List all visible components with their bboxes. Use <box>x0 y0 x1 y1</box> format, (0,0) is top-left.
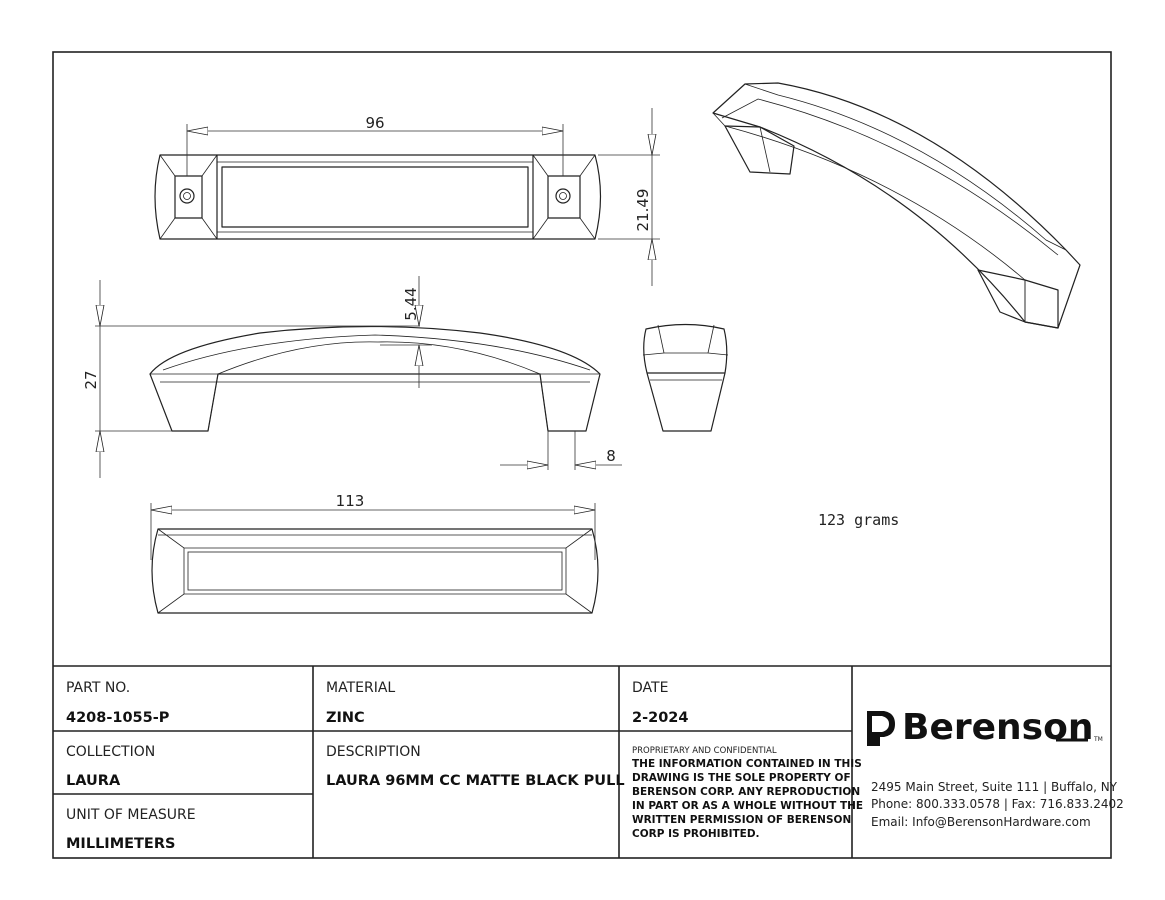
end-view <box>642 323 729 432</box>
dim-height-label: 27 <box>82 370 100 389</box>
berenson-logo-icon <box>867 711 895 746</box>
dim-arch-label: 5.44 <box>402 287 420 320</box>
dim-hole-spacing-label: 96 <box>365 114 384 132</box>
isometric-view <box>712 82 1081 329</box>
confidential-line: CORP IS PROHIBITED. <box>632 828 760 840</box>
date-value: 2-2024 <box>632 710 688 726</box>
company-address: 2495 Main Street, Suite 111 | Buffalo, N… <box>871 780 1118 794</box>
dim-foot-width-label: 8 <box>606 447 616 465</box>
dim-overall-length-label: 113 <box>336 492 365 510</box>
company-block: Berenson TM 2495 Main Street, Suite 111 … <box>867 707 1124 829</box>
company-phone: Phone: 800.333.0578 | Fax: 716.833.2402 <box>871 797 1124 811</box>
confidential-line: DRAWING IS THE SOLE PROPERTY OF <box>632 772 851 784</box>
dim-width-label: 21.49 <box>634 189 652 232</box>
date-label: DATE <box>632 680 668 696</box>
company-email: Email: Info@BerensonHardware.com <box>871 815 1091 829</box>
side-view <box>149 325 601 432</box>
confidential-line: WRITTEN PERMISSION OF BERENSON <box>632 814 851 826</box>
confidential-line: IN PART OR AS A WHOLE WITHOUT THE <box>632 800 863 812</box>
trademark-mark: TM <box>1093 736 1103 743</box>
unit-value: MILLIMETERS <box>66 836 175 852</box>
dim-width: 21.49 <box>598 108 660 286</box>
drawing-frame <box>52 51 1112 859</box>
dim-height: 27 <box>82 280 420 478</box>
weight-note: 123 grams <box>818 511 899 529</box>
top-view <box>154 154 602 240</box>
dim-overall-length: 113 <box>150 492 596 560</box>
company-name: Berenson <box>902 707 1093 748</box>
part-no-value: 4208-1055-P <box>66 710 170 726</box>
dim-arch: 5.44 <box>380 276 432 388</box>
material-value: ZINC <box>326 710 365 726</box>
dim-hole-spacing: 96 <box>186 114 564 176</box>
confidential-title: PROPRIETARY AND CONFIDENTIAL <box>632 746 777 756</box>
collection-value: LAURA <box>66 773 121 789</box>
description-label: DESCRIPTION <box>326 744 421 760</box>
bottom-view <box>151 528 599 614</box>
material-label: MATERIAL <box>326 680 395 696</box>
description-value: LAURA 96MM CC MATTE BLACK PULL <box>326 773 625 789</box>
dim-foot-width: 8 <box>500 431 622 470</box>
confidential-line: BERENSON CORP. ANY REPRODUCTION <box>632 786 860 798</box>
title-block: PART NO. 4208-1055-P MATERIAL ZINC DATE … <box>53 666 863 858</box>
part-no-label: PART NO. <box>66 680 130 696</box>
collection-label: COLLECTION <box>66 744 155 760</box>
unit-label: UNIT OF MEASURE <box>66 807 196 823</box>
confidential-line: THE INFORMATION CONTAINED IN THIS <box>632 758 862 770</box>
